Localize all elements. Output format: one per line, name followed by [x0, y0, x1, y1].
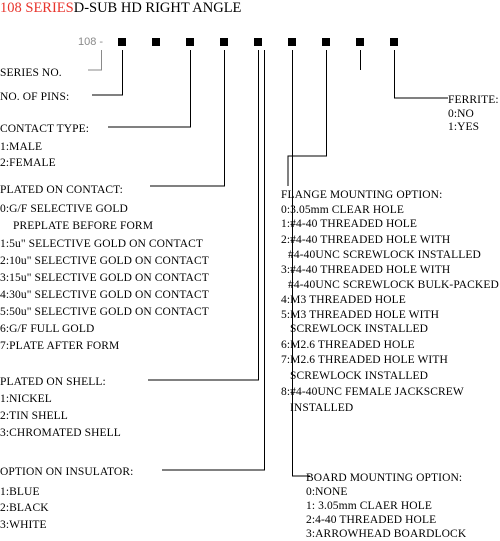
flange-option: 8:#4-40UNC FEMALE JACKSCREW [281, 386, 464, 398]
code-box-plated-shell [220, 38, 228, 46]
plated-contact-option: 1:5u" SELECTIVE GOLD ON CONTACT [0, 238, 203, 250]
plated-contact-option: 3:15u" SELECTIVE GOLD ON CONTACT [0, 272, 209, 284]
no-of-pins-label: NO. OF PINS: [0, 91, 70, 103]
plated-contact-option: 7:PLATE AFTER FORM [0, 340, 120, 352]
flange-option: 6:M2.6 THREADED HOLE [281, 339, 415, 351]
product-title: D-SUB HD RIGHT ANGLE [73, 0, 242, 16]
flange-mounting-label: FLANGE MOUNTING OPTION: [281, 189, 443, 201]
contact-type-option: 1:MALE [0, 141, 43, 153]
flange-option: 1:#4-40 THREADED HOLE [281, 218, 418, 230]
flange-option: 2:#4-40 THREADED HOLE WITH [281, 234, 451, 246]
plated-contact-option: PREPLATE BEFORE FORM [13, 220, 154, 232]
ferrite-option: 0:NO [448, 108, 474, 120]
plated-contact-option: 2:10u" SELECTIVE GOLD ON CONTACT [0, 255, 209, 267]
part-number-prefix: 108 [78, 36, 97, 48]
board-option: 3:ARROWHEAD BOARDLOCK [306, 528, 467, 540]
plated-shell-option: 3:CHROMATED SHELL [0, 427, 121, 439]
part-number-code: 108 - [78, 36, 103, 48]
flange-option: 4:M3 THREADED HOLE [281, 294, 406, 306]
plated-shell-option: 1:NICKEL [0, 393, 52, 405]
flange-option: 7:M2.6 THREADED HOLE WITH [281, 354, 448, 366]
code-box-extra [356, 38, 364, 46]
ferrite-label: FERRITE: [448, 94, 499, 106]
ferrite-option: 1:YES [448, 121, 480, 133]
flange-option: 0:3.05mm CLEAR HOLE [281, 204, 404, 216]
contact-type-option: 2:FEMALE [0, 157, 56, 169]
flange-option: 3:#4-40 THREADED HOLE WITH [281, 264, 451, 276]
part-number-dash: - [99, 36, 104, 48]
flange-option: SCREWLOCK INSTALLED [290, 370, 429, 382]
page-title: 108 SERIESD-SUB HD RIGHT ANGLE [0, 0, 241, 16]
board-option: 0:NONE [306, 486, 348, 498]
plated-on-contact-label: PLATED ON CONTACT: [0, 184, 123, 196]
series-title: 108 SERIES [0, 0, 74, 16]
flange-option: #4-40UNC SCREWLOCK BULK-PACKED [288, 279, 499, 291]
code-box-insulator [254, 38, 262, 46]
flange-option: #4-40UNC SCREWLOCK INSTALLED [288, 249, 481, 261]
plated-contact-option: 6:G/F FULL GOLD [0, 323, 95, 335]
code-box-pins [118, 38, 126, 46]
code-box-contact-type [152, 38, 160, 46]
flange-option: 5:M3 THREADED HOLE WITH [281, 309, 440, 321]
contact-type-label: CONTACT TYPE: [0, 123, 90, 135]
board-option: 1: 3.05mm CLAER HOLE [306, 500, 432, 512]
code-box-board-mounting [288, 38, 296, 46]
board-mounting-label: BOARD MOUNTING OPTION: [306, 472, 463, 484]
plated-contact-option: 0:G/F SELECTIVE GOLD [0, 203, 128, 215]
plated-contact-option: 4:30u" SELECTIVE GOLD ON CONTACT [0, 289, 209, 301]
plated-on-shell-label: PLATED ON SHELL: [0, 376, 106, 388]
insulator-option: 3:WHITE [0, 519, 47, 531]
plated-contact-option: 5:50u" SELECTIVE GOLD ON CONTACT [0, 306, 209, 318]
flange-option: SCREWLOCK INSTALLED [290, 323, 429, 335]
option-on-insulator-label: OPTION ON INSULATOR: [0, 466, 134, 478]
board-option: 2:4-40 THREADED HOLE [306, 514, 437, 526]
code-box-ferrite [390, 38, 398, 46]
code-box-flange-mounting [322, 38, 330, 46]
code-box-plated-contact [186, 38, 194, 46]
insulator-option: 2:BLACK [0, 502, 49, 514]
series-no-label: SERIES NO. [0, 67, 62, 79]
flange-option: INSTALLED [290, 402, 354, 414]
insulator-option: 1:BLUE [0, 486, 40, 498]
plated-shell-option: 2:TIN SHELL [0, 410, 68, 422]
